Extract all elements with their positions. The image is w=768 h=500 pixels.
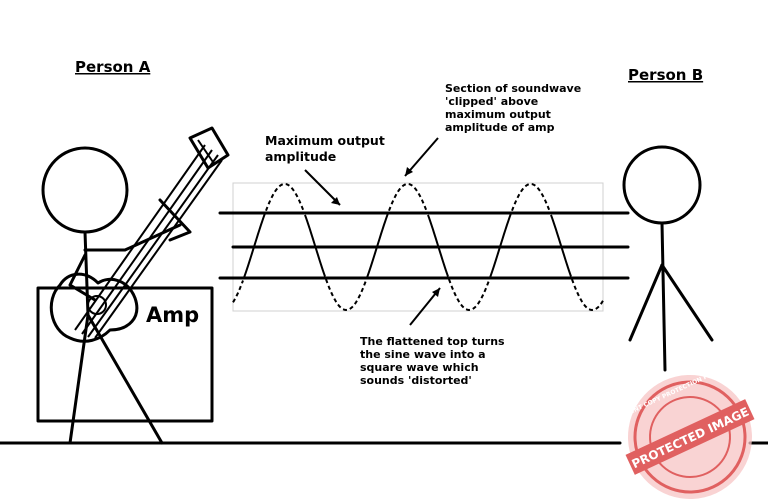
clipped-wave-bottom-dashed	[232, 278, 604, 312]
amp-box: Amp	[36, 286, 214, 423]
flattened-line-3: square wave which	[360, 361, 479, 374]
svg-text:The flattened top turns: The flattened top turns the sine wave in…	[360, 335, 508, 387]
amp-label: Amp	[146, 303, 199, 327]
max-output-annotation: Maximum output amplitude	[265, 133, 389, 206]
clipped-line-2: 'clipped' above	[445, 95, 538, 108]
clipped-wave-solid	[243, 212, 572, 279]
guitar	[49, 126, 230, 343]
flattened-line-4: sounds 'distorted'	[360, 374, 472, 387]
protected-image-watermark: PROTECTED IMAGE CONTENT COPY PROTECTION …	[612, 364, 755, 499]
svg-text:Maximum output amplitude: Maximum output amplitude	[265, 133, 389, 164]
flattened-line-2: the sine wave into a	[360, 348, 486, 361]
flattened-line-1: The flattened top turns	[360, 335, 505, 348]
person-a-title: Person A	[75, 58, 151, 76]
flattened-annotation: The flattened top turns the sine wave in…	[360, 287, 508, 387]
svg-text:Section of soundwave 'cl: Section of soundwave 'clipped' above max…	[445, 82, 585, 134]
wave-panel	[218, 182, 630, 312]
max-output-line-2: amplitude	[265, 149, 336, 164]
clipped-line-4: amplitude of amp	[445, 121, 555, 134]
person-b-title: Person B	[628, 66, 703, 84]
clipped-line-3: maximum output	[445, 108, 551, 121]
clipped-line-1: Section of soundwave	[445, 82, 581, 95]
person-b-figure	[622, 145, 714, 372]
clipped-wave-top-dashed	[265, 183, 551, 213]
max-output-line-1: Maximum output	[265, 133, 385, 148]
clipped-annotation: Section of soundwave 'clipped' above max…	[404, 82, 585, 177]
